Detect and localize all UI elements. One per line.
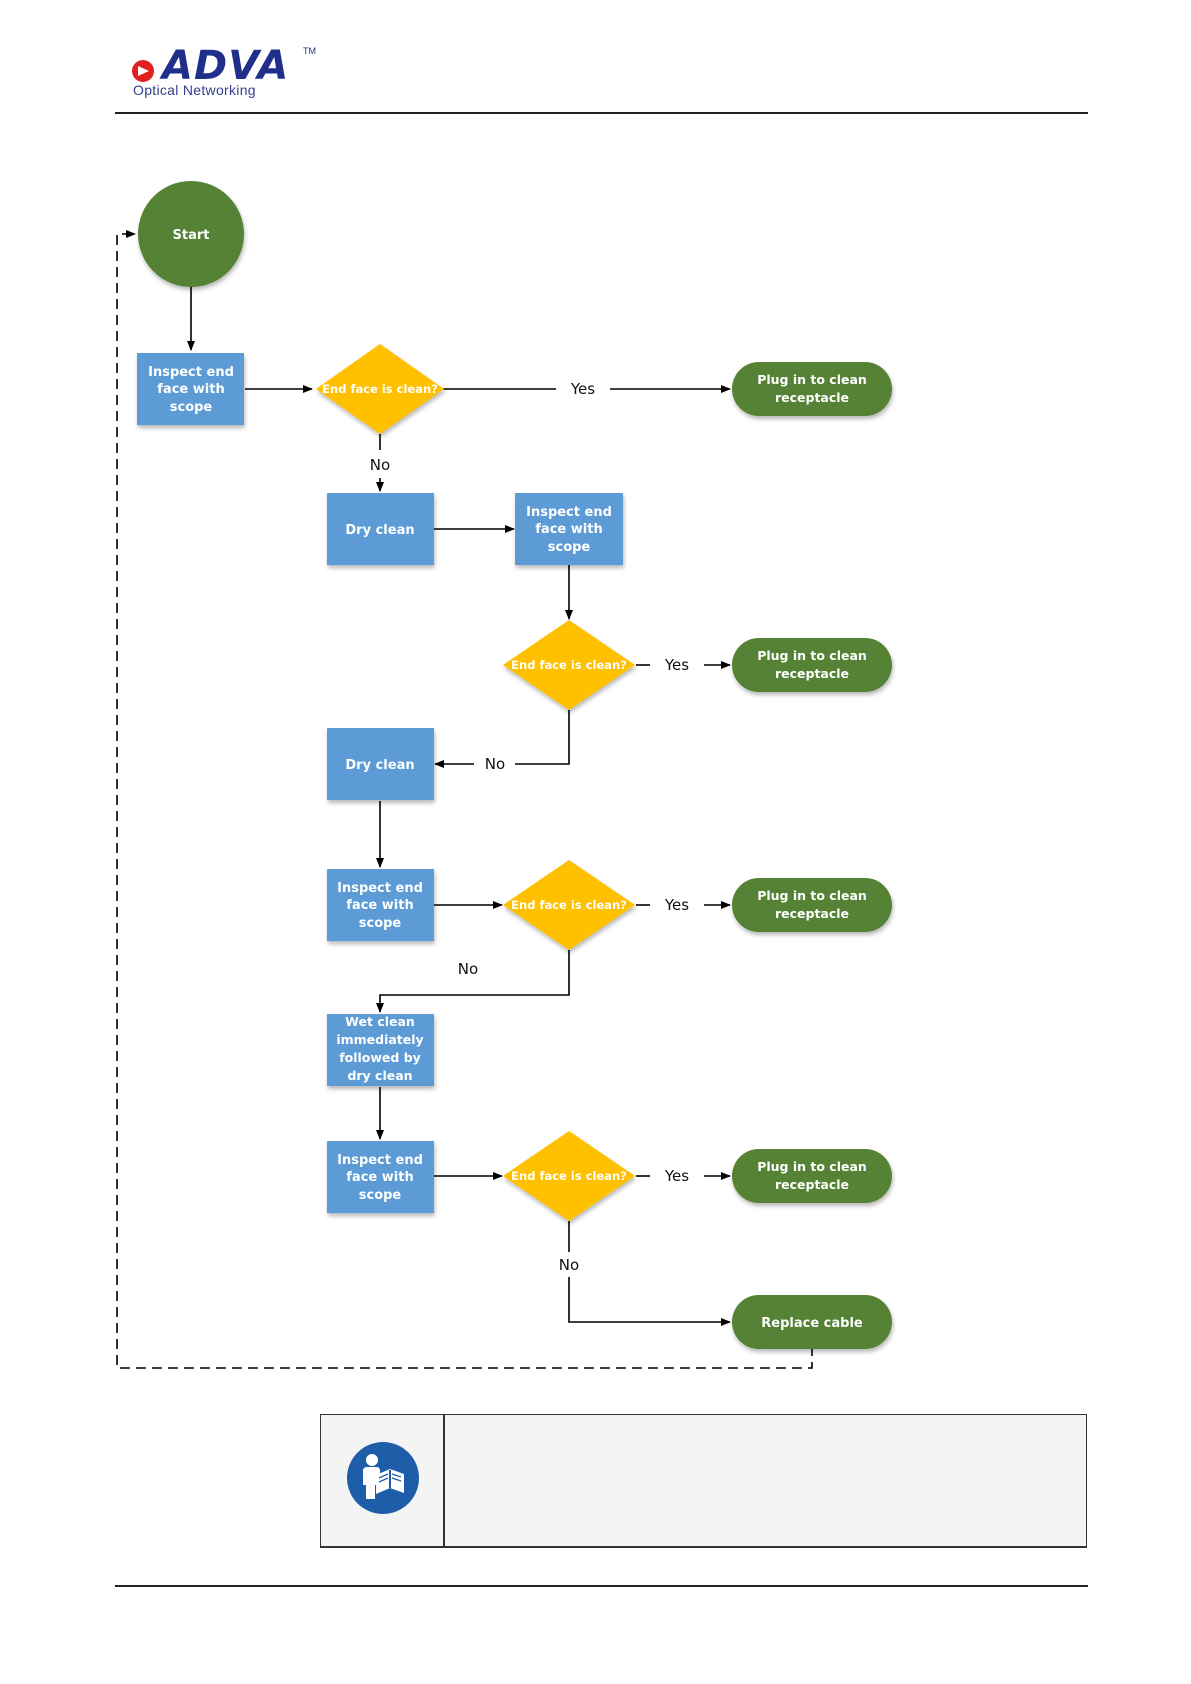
decision-1: End face is clean?	[316, 344, 444, 434]
connector	[376, 950, 570, 1013]
read-manual-icon	[347, 1442, 419, 1514]
wet-clean-box: Wet clean immediately followed by dry cl…	[327, 1014, 434, 1086]
svg-text:dry clean: dry clean	[347, 1068, 412, 1083]
loop-back-connector	[116, 230, 813, 1369]
svg-text:receptacle: receptacle	[775, 390, 849, 405]
svg-text:End face is clean?: End face is clean?	[511, 898, 627, 912]
yes-label: Yes	[664, 896, 689, 914]
svg-text:face with: face with	[346, 898, 413, 913]
connector	[515, 710, 570, 765]
replace-cable-terminal: Replace cable	[732, 1295, 892, 1349]
inspect-box-2: Inspect end face with scope	[515, 493, 623, 565]
no-label: No	[458, 960, 478, 978]
svg-text:Replace cable: Replace cable	[761, 1316, 863, 1331]
logo-subtitle: Optical Networking	[133, 82, 256, 98]
plug-terminal-2: Plug in to clean receptacle	[732, 638, 892, 692]
svg-text:Plug in to clean: Plug in to clean	[757, 888, 867, 903]
header-rule	[115, 112, 1088, 114]
svg-text:receptacle: receptacle	[775, 1177, 849, 1192]
start-node: Start	[138, 181, 244, 287]
svg-text:Inspect end: Inspect end	[148, 365, 234, 380]
svg-text:face with: face with	[535, 522, 602, 537]
no-label: No	[485, 755, 505, 773]
dry-clean-box-1: Dry clean	[327, 493, 434, 565]
note-divider	[443, 1415, 445, 1546]
yes-label: Yes	[664, 656, 689, 674]
adva-logo: ADVA TM Optical Networking	[130, 44, 330, 100]
inspect-box-1: Inspect end face with scope	[137, 353, 244, 425]
svg-text:End face is clean?: End face is clean?	[511, 1169, 627, 1183]
svg-text:scope: scope	[359, 916, 402, 931]
svg-text:Start: Start	[173, 228, 210, 243]
plug-terminal-4: Plug in to clean receptacle	[732, 1149, 892, 1203]
svg-text:Inspect end: Inspect end	[526, 505, 612, 520]
svg-text:Inspect end: Inspect end	[337, 881, 423, 896]
svg-text:scope: scope	[170, 400, 213, 415]
svg-text:receptacle: receptacle	[775, 666, 849, 681]
connector	[568, 1277, 731, 1326]
svg-text:Inspect end: Inspect end	[337, 1153, 423, 1168]
inspect-box-3: Inspect end face with scope	[327, 869, 434, 941]
svg-text:Plug in to clean: Plug in to clean	[757, 372, 867, 387]
svg-text:End face is clean?: End face is clean?	[511, 658, 627, 672]
logo-trademark: TM	[303, 46, 316, 56]
svg-text:End face is clean?: End face is clean?	[322, 382, 438, 396]
decision-4: End face is clean?	[503, 1131, 635, 1221]
svg-text:followed by: followed by	[339, 1050, 421, 1065]
inspect-box-4: Inspect end face with scope	[327, 1141, 434, 1213]
no-label: No	[559, 1256, 579, 1274]
plug-terminal-1: Plug in to clean receptacle	[732, 362, 892, 416]
connectors	[116, 230, 813, 1369]
logo-mark-icon	[132, 60, 154, 82]
branch-labels: Yes No Yes No Yes No Yes No	[370, 380, 689, 1274]
dry-clean-box-2: Dry clean	[327, 728, 434, 800]
yes-label: Yes	[664, 1167, 689, 1185]
note-box	[320, 1414, 1087, 1548]
svg-text:Dry clean: Dry clean	[345, 523, 414, 538]
svg-text:face with: face with	[157, 382, 224, 397]
svg-text:scope: scope	[359, 1188, 402, 1203]
plug-terminal-3: Plug in to clean receptacle	[732, 878, 892, 932]
svg-text:receptacle: receptacle	[775, 906, 849, 921]
yes-label: Yes	[570, 380, 595, 398]
logo-wordmark: ADVA	[162, 43, 290, 89]
no-label: No	[370, 456, 390, 474]
footer-rule	[115, 1585, 1088, 1587]
svg-text:scope: scope	[548, 540, 591, 555]
svg-text:Plug in to clean: Plug in to clean	[757, 648, 867, 663]
svg-text:Wet clean: Wet clean	[345, 1014, 415, 1029]
svg-text:Dry clean: Dry clean	[345, 758, 414, 773]
decision-2: End face is clean?	[503, 620, 635, 710]
svg-text:immediately: immediately	[336, 1032, 423, 1047]
svg-text:Plug in to clean: Plug in to clean	[757, 1159, 867, 1174]
svg-text:face with: face with	[346, 1170, 413, 1185]
decision-3: End face is clean?	[503, 860, 635, 950]
